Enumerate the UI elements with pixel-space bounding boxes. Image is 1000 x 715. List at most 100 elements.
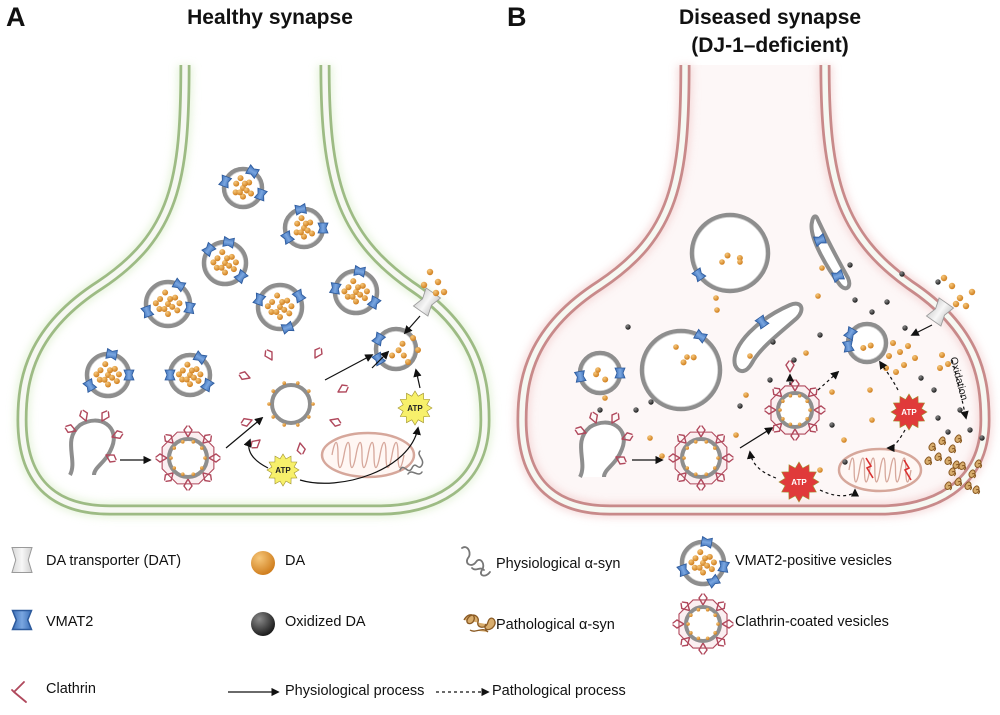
oxidized-da-molecule (852, 297, 858, 303)
da-molecule (298, 215, 305, 222)
vmat2-body (843, 326, 859, 341)
pathological-syn-aggregate (924, 434, 962, 470)
clathrin-leg (615, 456, 627, 465)
vmat2-transporter (201, 241, 217, 258)
da-molecule (659, 453, 665, 459)
da-molecule (860, 344, 867, 351)
vmat2-vesicle (218, 164, 268, 210)
mitochondrion (837, 447, 923, 493)
damage-bolt (903, 459, 912, 481)
da-molecule (682, 456, 686, 460)
da-molecule (736, 254, 743, 261)
vmat2-body (82, 378, 98, 393)
clathrin-triskelion (772, 387, 783, 398)
da-molecule (815, 293, 821, 299)
clathrin-triskelion (240, 417, 253, 427)
oxidized-da-molecule (957, 407, 963, 413)
diseased-terminal (513, 64, 994, 518)
clathrin-leg (101, 410, 110, 422)
da-molecule (405, 359, 411, 365)
oxidized-da-molecule (902, 325, 908, 331)
clathrin-triskelion (813, 405, 826, 415)
da-molecule (363, 288, 370, 295)
atp-shape (890, 393, 928, 431)
vmat2-transporter (164, 369, 176, 381)
da-molecule (233, 180, 240, 187)
depleted-vesicle (689, 212, 771, 294)
da-molecule (188, 367, 195, 374)
da-molecule (719, 259, 725, 265)
da-molecule (273, 309, 280, 316)
da-molecule (267, 402, 271, 406)
clathrin-leg (680, 636, 691, 647)
clathrin-triskelion (715, 636, 726, 647)
vmat2-body (171, 277, 187, 293)
clathrin-triskelion (715, 433, 726, 444)
clathrin-leg (611, 412, 620, 424)
clathrin-leg (721, 453, 734, 463)
healthy-terminal-membrane-inner (19, 64, 488, 513)
da-molecule (705, 607, 710, 612)
clathrin-leg (208, 453, 221, 463)
da-molecule (195, 377, 202, 384)
da-molecule (797, 422, 802, 427)
da-molecule (288, 303, 295, 310)
syn-fibril (934, 452, 942, 462)
oxidized-da-molecule (770, 339, 776, 345)
vmat2-body (573, 370, 587, 383)
legend-label-physiological-syn: Physiological α-syn (496, 556, 621, 572)
vmat2-transporter (280, 320, 295, 335)
da-molecule (279, 298, 286, 305)
vmat2-body (280, 320, 295, 335)
da-molecule (109, 374, 116, 381)
da-molecule (174, 307, 181, 314)
vesicle-membrane (167, 437, 209, 479)
da-molecule (293, 229, 300, 236)
da-molecule (696, 636, 701, 641)
da-molecule (714, 307, 720, 313)
vmat2-body (233, 268, 249, 285)
vmat2-transporter (280, 230, 296, 245)
pathological-arrow (817, 370, 840, 391)
da-molecule (841, 437, 847, 443)
legend-oxidized-da-icon (251, 612, 275, 636)
pit-membrane (578, 420, 626, 478)
clathrin-leg (111, 430, 124, 440)
da-molecule (219, 249, 226, 256)
da-molecule (102, 361, 109, 368)
vmat2-body (353, 264, 366, 278)
clathrin-triskelion (163, 433, 174, 444)
syn-fibril (944, 456, 952, 466)
da-molecule (704, 562, 711, 569)
vmat2-body (201, 241, 217, 258)
oxidized-da-molecule (767, 377, 773, 383)
clathrin-triskelion (314, 347, 323, 359)
da-molecule (689, 613, 693, 617)
da-molecule (712, 466, 717, 470)
clathrin-triskelion (715, 601, 726, 612)
da-molecule (602, 395, 608, 401)
vmat2-transporter (754, 314, 770, 330)
mitochondrion-cristae (848, 457, 912, 483)
da-molecule (115, 371, 122, 378)
da-molecule (808, 408, 812, 412)
clathrin-triskelion (807, 387, 818, 398)
da-molecule (696, 564, 703, 571)
oxidized-da-molecule (648, 399, 654, 405)
vmat2-vesicle (82, 347, 135, 399)
clathrin-leg (264, 349, 273, 361)
legend-label-vmat2-vesicles: VMAT2-positive vesicles (735, 553, 892, 569)
vmat2-body (218, 174, 233, 189)
atp-burst: ATP (397, 390, 433, 426)
vmat2-transporter (123, 369, 135, 381)
da-molecule (214, 255, 221, 262)
legend-clathrin-vesicle-icon (672, 593, 734, 655)
vmat2-transporter (691, 267, 707, 283)
da-molecule (97, 367, 104, 374)
syn-fibril (928, 442, 936, 452)
da-molecule (420, 281, 428, 289)
da-molecule (817, 467, 823, 473)
vesicle-membrane-inner (259, 286, 301, 328)
da-molecule (713, 631, 717, 635)
